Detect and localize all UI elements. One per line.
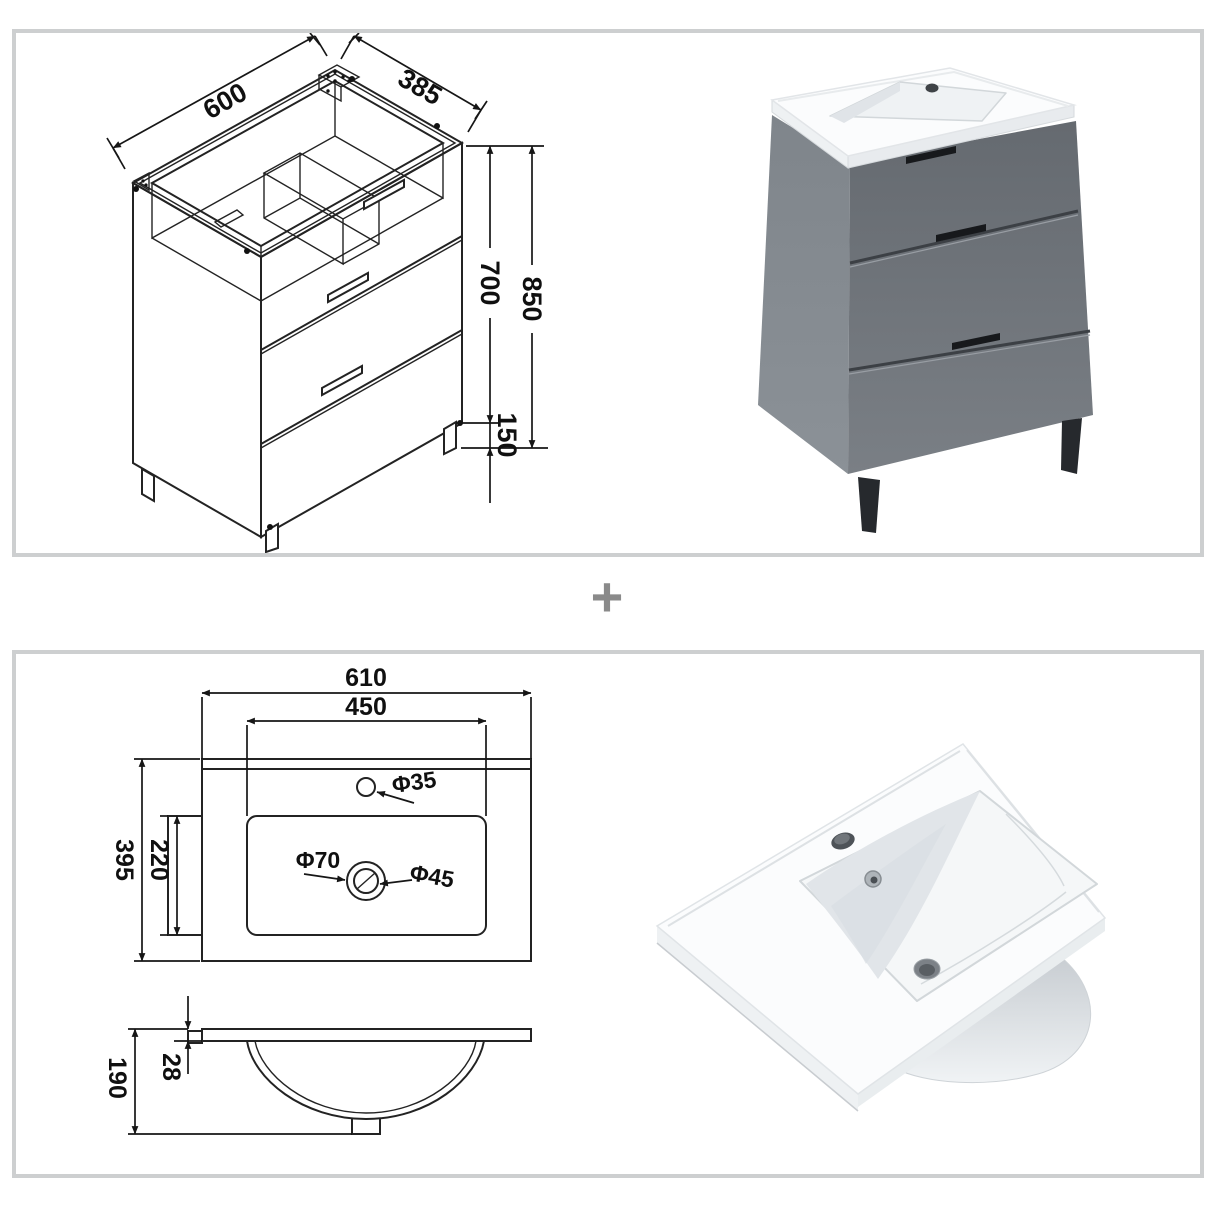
dim-label-600: 600 <box>198 77 252 125</box>
vanity-product-photo <box>758 67 1093 533</box>
dim-label-700: 700 <box>475 260 505 305</box>
dim-label-850: 850 <box>517 276 547 321</box>
dim-label-waste-outer: Φ70 <box>296 847 340 873</box>
dim-label-28: 28 <box>157 1053 185 1081</box>
cabinet-isometric-drawing: 600 385 700 <box>106 33 548 553</box>
slab-edge-right <box>858 918 1105 1107</box>
waste-inner-drawing <box>353 868 379 894</box>
drawer-gaps <box>848 209 1091 375</box>
cabinet-front-face <box>848 121 1093 474</box>
dim-label-waste-inner: Φ45 <box>408 859 457 892</box>
cabinet-legs <box>141 420 457 553</box>
dim-label-385: 385 <box>393 63 447 112</box>
drawer3-handle <box>321 364 363 397</box>
backsplash-ridge <box>777 70 1069 107</box>
corner-bracket-left <box>132 171 150 192</box>
front-right-leg <box>1061 418 1082 474</box>
dimension-outer-width-610: 610 <box>201 664 532 759</box>
dimension-body-height-700: 700 <box>475 145 505 424</box>
screw-dots <box>133 76 463 530</box>
basin-panel-graphic: Φ35 Φ70 Φ45 610 450 <box>103 664 1107 1135</box>
tap-hole-drawing <box>356 777 376 797</box>
basin-top-view-drawing: Φ35 Φ70 Φ45 610 450 <box>110 664 532 962</box>
dim-label-tap-hole: Φ35 <box>390 766 438 798</box>
dim-label-190: 190 <box>103 1057 131 1099</box>
top-drawer-handle <box>906 146 956 164</box>
rim-section <box>201 1028 532 1042</box>
dimension-depth-385: 385 <box>340 33 488 133</box>
dimension-total-height-850: 850 <box>517 145 547 449</box>
basin-product-photo <box>655 743 1107 1112</box>
dimension-leg-height-150: 150 <box>486 412 522 503</box>
tap-hole <box>925 83 939 93</box>
dimension-outer-depth-395: 395 <box>110 758 200 962</box>
side-lip-outline <box>167 815 203 936</box>
dimension-bowl-width-450: 450 <box>246 693 487 816</box>
dimension-width-600: 600 <box>106 33 328 170</box>
basin-side-view-drawing: 190 28 <box>103 996 532 1135</box>
back-ridge-left <box>667 750 961 927</box>
drawer-rail-bracket <box>213 209 245 228</box>
drawer1-handle <box>363 178 405 211</box>
dim-label-610: 610 <box>345 664 387 692</box>
bowl-shading-deep <box>831 824 946 964</box>
front-left-leg <box>858 477 880 533</box>
cabinet-side-face <box>758 115 850 474</box>
basin-recess-shading <box>830 82 900 123</box>
dimension-rim-28: 28 <box>157 996 202 1081</box>
cabinet-inner-divider-box <box>262 152 381 266</box>
dimension-height-190: 190 <box>103 1028 352 1135</box>
under-bowl <box>894 952 1092 1084</box>
vanity-unit-panel: 600 385 700 <box>12 29 1204 557</box>
dimension-bowl-depth-220: 220 <box>145 815 181 936</box>
plus-icon: + <box>590 565 624 628</box>
bowl-section-outer <box>246 1040 485 1121</box>
waste-stub <box>351 1119 381 1135</box>
vanity-panel-graphic: 600 385 700 <box>106 33 1093 553</box>
dim-label-395: 395 <box>110 839 138 881</box>
basin-outer-outline <box>201 758 532 962</box>
bowl-section-inner <box>254 1040 477 1114</box>
drawer-division-lines <box>260 235 463 449</box>
bowl-outline <box>246 815 487 936</box>
combination-divider: + <box>0 564 1214 630</box>
dim-label-450: 450 <box>345 693 387 721</box>
dim-label-150: 150 <box>492 412 522 457</box>
slab-edge-left <box>657 926 858 1111</box>
drawer2-handle <box>327 271 369 304</box>
middle-drawer-handle <box>936 224 986 242</box>
dim-label-220: 220 <box>145 839 173 881</box>
bottom-drawer-handle <box>952 333 1000 350</box>
basin-panel: Φ35 Φ70 Φ45 610 450 <box>12 650 1204 1178</box>
rim-lip-section <box>187 1030 203 1044</box>
